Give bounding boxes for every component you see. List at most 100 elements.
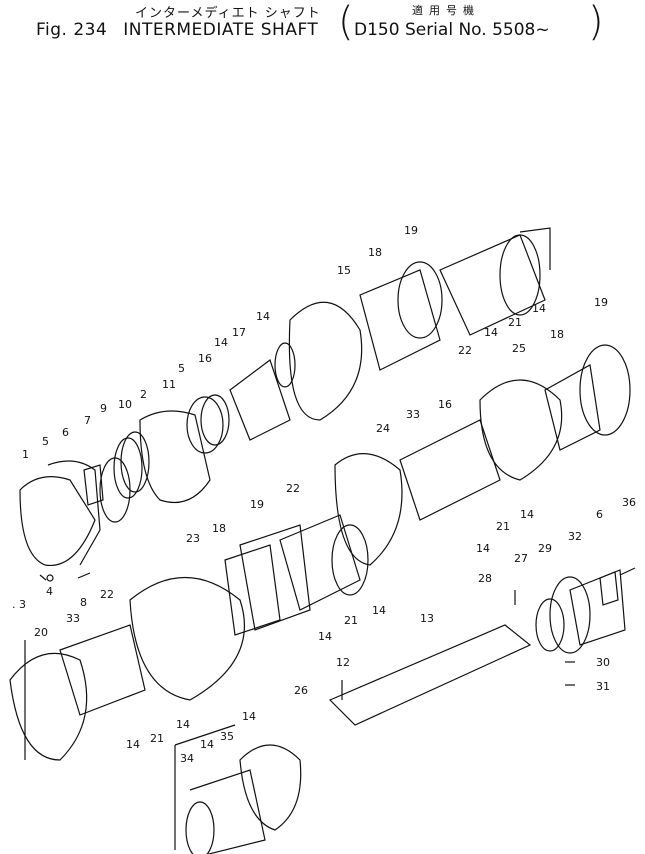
bushing-part-34 bbox=[185, 801, 215, 854]
bearing-part-29 bbox=[549, 576, 591, 654]
callout: 14 bbox=[318, 630, 332, 643]
ring-part-19 bbox=[397, 261, 443, 339]
callout: 32 bbox=[568, 530, 582, 543]
callout: 25 bbox=[512, 342, 526, 355]
callout: 26 bbox=[294, 684, 308, 697]
callout: 16 bbox=[198, 352, 212, 365]
callout: 14 bbox=[372, 604, 386, 617]
callout: 15 bbox=[337, 264, 351, 277]
callout: 4 bbox=[46, 585, 53, 598]
callout-labels: 1 5 6 7 9 10 2 11 5 16 14 17 14 15 18 19… bbox=[12, 224, 636, 765]
callout: 10 bbox=[118, 398, 132, 411]
plate-part-6 bbox=[83, 464, 104, 506]
callout: 9 bbox=[100, 402, 107, 415]
callout: 16 bbox=[438, 398, 452, 411]
gear-part-25 bbox=[479, 379, 563, 481]
callout: 14 bbox=[214, 336, 228, 349]
callout: 19 bbox=[250, 498, 264, 511]
callout: 23 bbox=[186, 532, 200, 545]
callout: 22 bbox=[286, 482, 300, 495]
callout-bracket-lower bbox=[174, 724, 236, 850]
callout: 18 bbox=[550, 328, 564, 341]
callout: 5 bbox=[178, 362, 185, 375]
callout: 14 bbox=[484, 326, 498, 339]
spline-shaft-part-13 bbox=[328, 624, 532, 726]
cage-part-2 bbox=[139, 410, 211, 504]
callout: 8 bbox=[80, 596, 87, 609]
bolt-part-3 bbox=[39, 574, 47, 581]
bearing-part-22b bbox=[279, 514, 361, 611]
title-japanese: インターメディエト シャフト bbox=[135, 6, 321, 21]
callout: 14 bbox=[200, 738, 214, 751]
bolt-part-8 bbox=[77, 572, 91, 579]
callout-bracket-upper bbox=[519, 227, 551, 270]
callout: 12 bbox=[336, 656, 350, 669]
gear-part-15 bbox=[288, 301, 363, 421]
callout: 18 bbox=[368, 246, 382, 259]
callout: 1 bbox=[22, 448, 29, 461]
callout: 18 bbox=[212, 522, 226, 535]
callout: 31 bbox=[596, 680, 610, 693]
gear-part-23 bbox=[129, 576, 245, 701]
applicability-serial: D150 Serial No. 5508~ bbox=[354, 20, 550, 40]
ring-part-10 bbox=[120, 431, 150, 493]
middle-shaft-assembly bbox=[129, 344, 631, 701]
figure-title-text: INTERMEDIATE SHAFT bbox=[123, 20, 319, 40]
callout: 7 bbox=[84, 414, 91, 427]
bearing-part-22c bbox=[59, 624, 146, 716]
callout: 13 bbox=[420, 612, 434, 625]
gear-part-24 bbox=[334, 453, 403, 566]
gear-part-26 bbox=[239, 744, 302, 831]
callout: 35 bbox=[220, 730, 234, 743]
callout: 5 bbox=[42, 435, 49, 448]
callout: 34 bbox=[180, 752, 194, 765]
callout: 21 bbox=[344, 614, 358, 627]
callout: 20 bbox=[34, 626, 48, 639]
ring-part-19b bbox=[579, 344, 631, 436]
callout: 14 bbox=[126, 738, 140, 751]
synchro-part-18b bbox=[544, 364, 601, 451]
shaft-part-16b bbox=[399, 419, 501, 521]
callout: 21 bbox=[508, 316, 522, 329]
upper-shaft-assembly bbox=[19, 227, 551, 582]
callout: 28 bbox=[478, 572, 492, 585]
callout: 14 bbox=[520, 508, 534, 521]
figure-number: Fig. 234 bbox=[36, 20, 108, 40]
callout: 14 bbox=[532, 302, 546, 315]
bolt-part-36 bbox=[619, 567, 636, 576]
gear-part-20 bbox=[9, 652, 88, 761]
gasket-part-5 bbox=[47, 460, 101, 566]
callout: 19 bbox=[594, 296, 608, 309]
ring-part-9 bbox=[113, 437, 143, 499]
bearing-part-22 bbox=[439, 234, 546, 336]
plate-part-6b bbox=[599, 571, 619, 606]
callout: 2 bbox=[140, 388, 147, 401]
bearing-race-part-21 bbox=[499, 234, 541, 316]
callout: 29 bbox=[538, 542, 552, 555]
callout: 11 bbox=[162, 378, 176, 391]
callout: 33 bbox=[406, 408, 420, 421]
ring-part-17 bbox=[274, 342, 296, 388]
callout: 22 bbox=[458, 344, 472, 357]
callout: 33 bbox=[66, 612, 80, 625]
callout: 30 bbox=[596, 656, 610, 669]
callout: 24 bbox=[376, 422, 390, 435]
callout: 22 bbox=[100, 588, 114, 601]
callout: 27 bbox=[514, 552, 528, 565]
bracket-close: ) bbox=[588, 0, 604, 45]
cover-part-32 bbox=[569, 569, 626, 646]
callout: . 3 bbox=[12, 598, 26, 611]
synchro-part-18 bbox=[359, 269, 441, 371]
synchro-part-18c bbox=[224, 544, 281, 636]
callout: 17 bbox=[232, 326, 246, 339]
callout: 14 bbox=[256, 310, 270, 323]
snap-ring-part-5 bbox=[200, 394, 230, 446]
applicability-japanese: 適用号機 bbox=[412, 4, 480, 17]
callout: 14 bbox=[476, 542, 490, 555]
callout: 14 bbox=[176, 718, 190, 731]
figure-title: Fig. 234 INTERMEDIATE SHAFT bbox=[36, 20, 318, 40]
bearing-race-part-21c bbox=[331, 524, 369, 596]
cover-part-1 bbox=[19, 476, 96, 567]
bearing-part-11 bbox=[186, 396, 224, 454]
lower-shaft-assembly bbox=[9, 567, 636, 854]
